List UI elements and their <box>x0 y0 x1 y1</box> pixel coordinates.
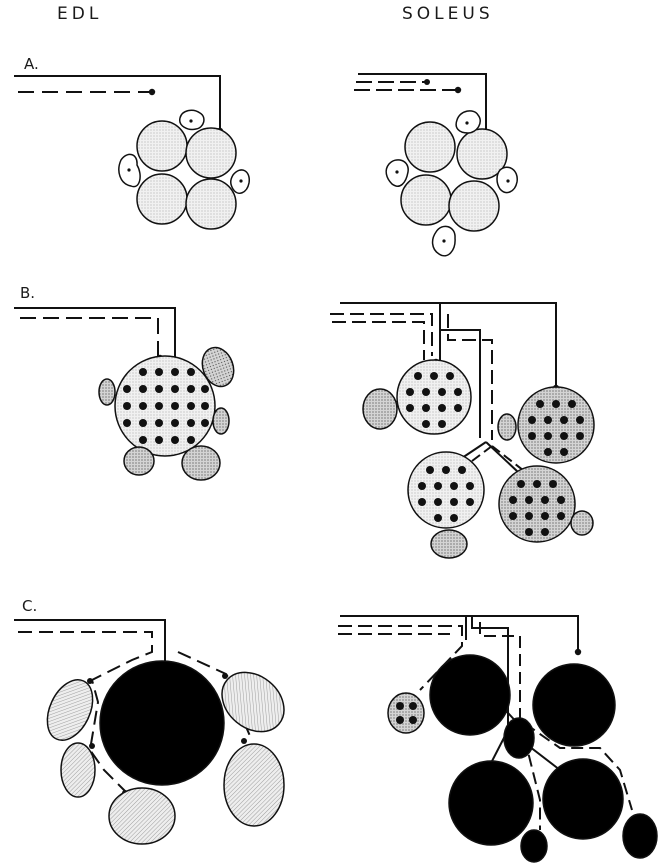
satellite-cell <box>623 814 657 858</box>
nerve-terminal <box>222 673 228 679</box>
nerve-terminal <box>87 678 93 684</box>
satellite-cell <box>61 743 95 797</box>
muscle-fiber <box>518 387 594 463</box>
satellite-cell <box>182 446 220 480</box>
muscle-fiber <box>430 655 510 735</box>
nerve-solid <box>340 616 578 650</box>
muscle-fiber <box>100 661 224 785</box>
nerve-terminal <box>89 743 95 749</box>
satellite-cell <box>388 693 424 733</box>
muscle-fiber <box>543 759 623 839</box>
nerve-terminal <box>455 87 461 93</box>
satellite-cell <box>504 718 534 758</box>
satellite-cell <box>99 379 115 405</box>
muscle-fiber <box>449 761 533 845</box>
edl-row-c <box>14 620 296 844</box>
satellite-cell <box>224 744 284 826</box>
muscle-fiber <box>408 452 484 528</box>
muscle-fiber <box>137 174 187 224</box>
muscle-fiber <box>137 121 187 171</box>
satellite-cell <box>363 389 397 429</box>
satellite-cell <box>124 447 154 475</box>
satellite-cell <box>431 530 467 558</box>
edl-row-b <box>14 308 239 480</box>
muscle-fiber <box>186 179 236 229</box>
soleus-row-b <box>330 303 594 558</box>
nerve-solid <box>14 308 175 358</box>
edl-row-a <box>14 76 249 229</box>
muscle-fiber <box>449 181 499 231</box>
soleus-row-a <box>354 74 517 256</box>
nerve-terminal <box>149 89 155 95</box>
muscle-fiber <box>533 664 615 746</box>
muscle-fiber <box>401 175 451 225</box>
satellite-cell <box>109 788 175 844</box>
nerve-terminal <box>424 79 430 85</box>
nerve-dashed <box>330 314 432 356</box>
satellite-cell <box>213 408 229 434</box>
nerve-terminal <box>575 649 581 655</box>
muscle-fiber <box>186 128 236 178</box>
soleus-row-c <box>338 616 657 862</box>
nerve-dashed <box>20 318 158 356</box>
muscle-fiber <box>397 360 471 434</box>
nerve-solid <box>14 620 165 662</box>
nerve-dashed <box>332 322 424 360</box>
muscle-fiber <box>405 122 455 172</box>
muscle-fiber <box>499 466 575 542</box>
nerve-terminal <box>241 738 247 744</box>
satellite-cell <box>571 511 593 535</box>
satellite-cell <box>498 414 516 440</box>
satellite-cell <box>521 830 547 862</box>
